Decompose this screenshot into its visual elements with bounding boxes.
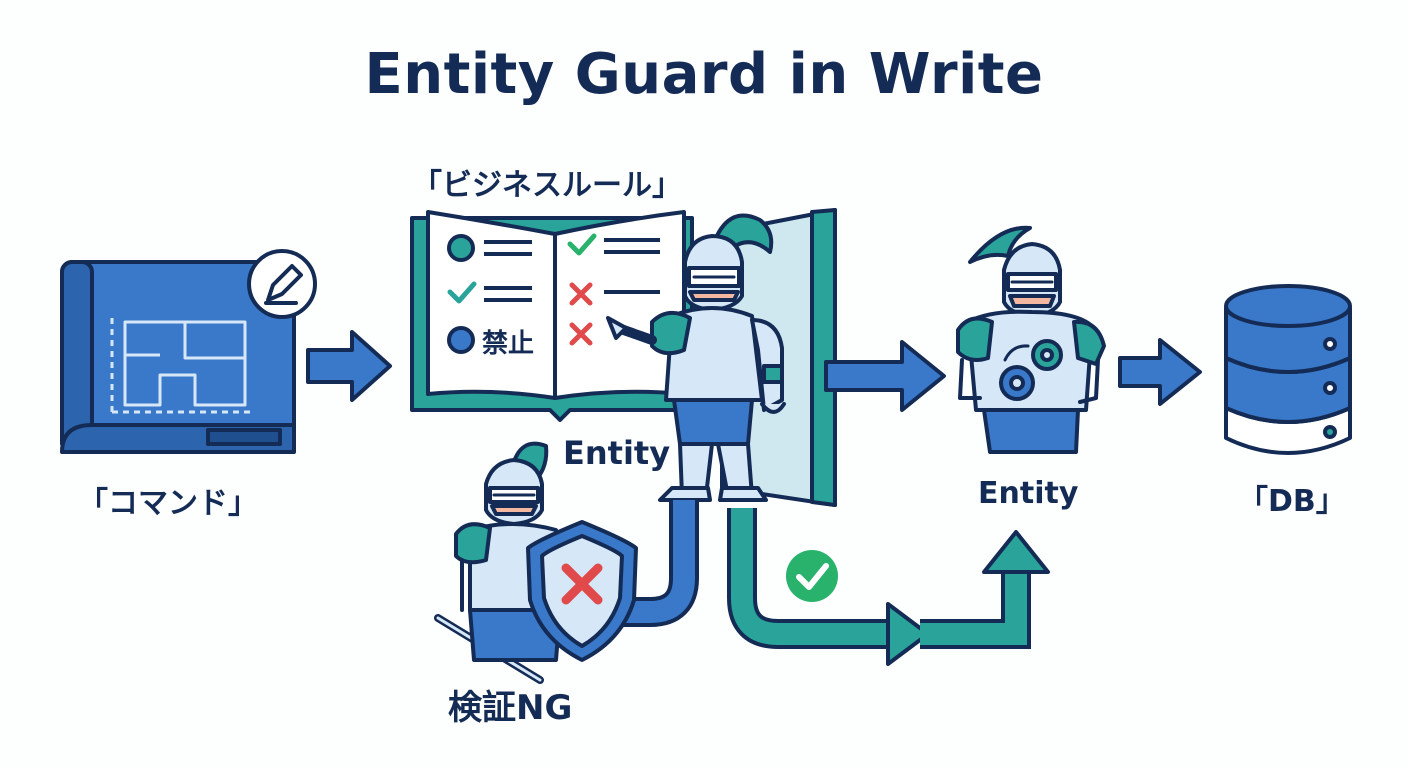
business-rule-label: 「ビジネスルール」 xyxy=(412,168,682,203)
command-label: 「コマンド」 xyxy=(78,486,258,521)
db-label: 「DB」 xyxy=(1238,484,1346,519)
pencil-icon xyxy=(247,249,317,319)
rule-book xyxy=(410,210,694,422)
check-badge-icon xyxy=(786,550,838,602)
forbidden-text: 禁止 xyxy=(482,329,534,359)
database-icon xyxy=(1224,284,1352,455)
entity-valid-label: Entity xyxy=(978,476,1079,511)
valid-entity-knight-icon xyxy=(956,225,1106,454)
cross-icon xyxy=(561,563,603,605)
ng-knight-icon xyxy=(434,441,638,684)
entity-checker-label: Entity xyxy=(563,434,671,472)
arrow-command-to-rules xyxy=(306,330,392,402)
arrow-rules-to-entity xyxy=(824,340,946,412)
diagram-title: Entity Guard in Write xyxy=(364,42,1044,107)
validation-ng-label: 検証NG xyxy=(448,688,573,728)
entity-knight-icon xyxy=(606,213,786,502)
arrow-entity-to-db xyxy=(1118,338,1202,406)
blueprint-icon xyxy=(60,260,296,454)
